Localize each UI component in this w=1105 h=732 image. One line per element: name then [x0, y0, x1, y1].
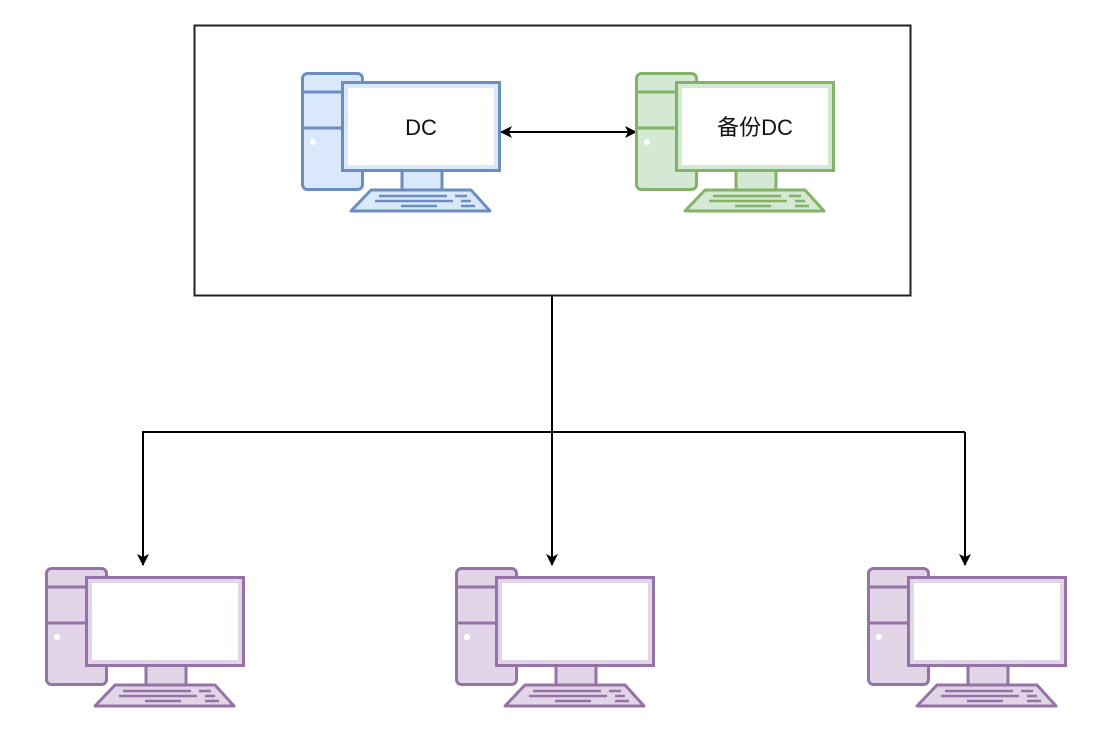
computer-node-client-2[interactable] [455, 567, 655, 708]
monitor-stand [734, 168, 778, 192]
monitor-screen [348, 88, 494, 165]
monitor-screen [502, 583, 648, 660]
monitor-screen [92, 583, 238, 660]
monitor-screen [914, 583, 1060, 660]
node-label: 备份DC [717, 115, 793, 140]
monitor-stand [966, 663, 1010, 687]
node-label: DC [405, 115, 437, 140]
computer-node-client-3[interactable] [867, 567, 1067, 708]
monitor-screen [682, 88, 828, 165]
power-led [464, 634, 470, 640]
monitor-stand [144, 663, 188, 687]
power-led [644, 139, 650, 145]
computer-node-backup-dc[interactable]: 备份DC [635, 72, 835, 213]
power-led [54, 634, 60, 640]
power-led [876, 634, 882, 640]
computer-node-dc[interactable]: DC [301, 72, 501, 213]
monitor-stand [554, 663, 598, 687]
nodes-layer: DC 备份DC [45, 72, 1067, 708]
computer-node-client-1[interactable] [45, 567, 245, 708]
monitor-stand [400, 168, 444, 192]
power-led [310, 139, 316, 145]
